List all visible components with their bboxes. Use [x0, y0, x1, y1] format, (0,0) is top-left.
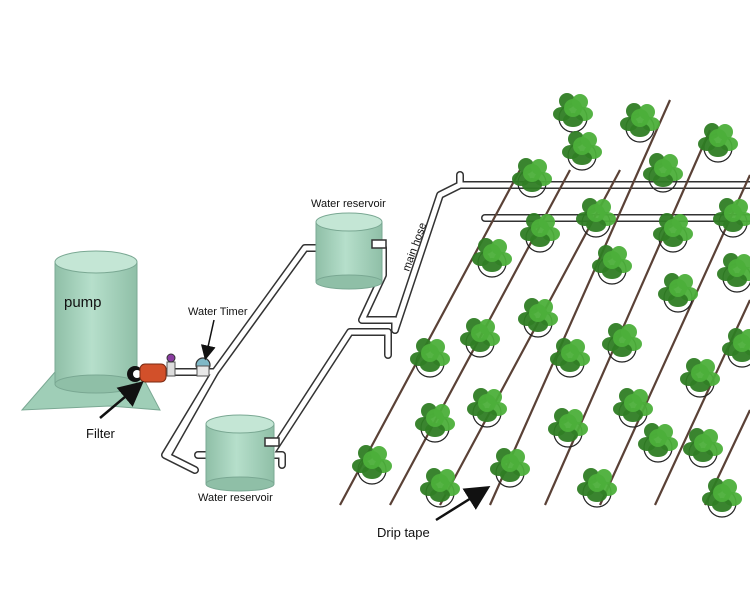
plant-icon [698, 123, 738, 163]
plant-icon [520, 213, 560, 253]
reservoir-bottom [205, 414, 280, 492]
plant-icon [713, 198, 750, 238]
plant-icon [490, 448, 530, 488]
plant-icon [658, 273, 698, 313]
plant-icon [592, 245, 632, 285]
water-timer-icon [166, 353, 211, 377]
plant-icon [467, 388, 507, 428]
filter-label: Filter [86, 426, 116, 441]
plant-field [352, 93, 750, 518]
plant-icon [620, 103, 660, 143]
drip-tape-arrow-icon [435, 486, 491, 522]
plant-icon [548, 408, 588, 448]
plant-icon [460, 318, 500, 358]
plant-icon [717, 253, 750, 293]
plant-icon [638, 423, 678, 463]
plant-icon [643, 153, 683, 193]
plant-icon [602, 323, 642, 363]
plant-icon [653, 213, 693, 253]
water-timer-label: Water Timer [188, 306, 248, 318]
plant-icon [576, 198, 616, 238]
pump-label: pump [64, 294, 102, 311]
plant-icon [562, 131, 602, 171]
reservoir-bottom-label: Water reservoir [198, 492, 273, 504]
plant-icon [553, 93, 593, 133]
plant-icon [512, 158, 552, 198]
plant-icon [410, 338, 450, 378]
plant-icon [680, 358, 720, 398]
plant-icon [518, 298, 558, 338]
water-timer-arrow-icon [200, 319, 216, 361]
plant-icon [415, 403, 455, 443]
plant-icon [550, 338, 590, 378]
pump-tank: pump [20, 250, 161, 411]
plant-icon [683, 428, 723, 468]
plant-icon [722, 328, 750, 368]
reservoir-top [315, 212, 387, 290]
drip-tape-label: Drip tape [377, 525, 430, 540]
plant-icon [420, 468, 460, 508]
plant-icon [577, 468, 617, 508]
plant-icon [702, 478, 742, 518]
reservoir-top-label: Water reservoir [311, 198, 386, 210]
filter-icon [127, 363, 167, 383]
plant-icon [613, 388, 653, 428]
plant-icon [472, 238, 512, 278]
plant-icon [352, 445, 392, 485]
filter-arrow-icon [99, 381, 144, 419]
